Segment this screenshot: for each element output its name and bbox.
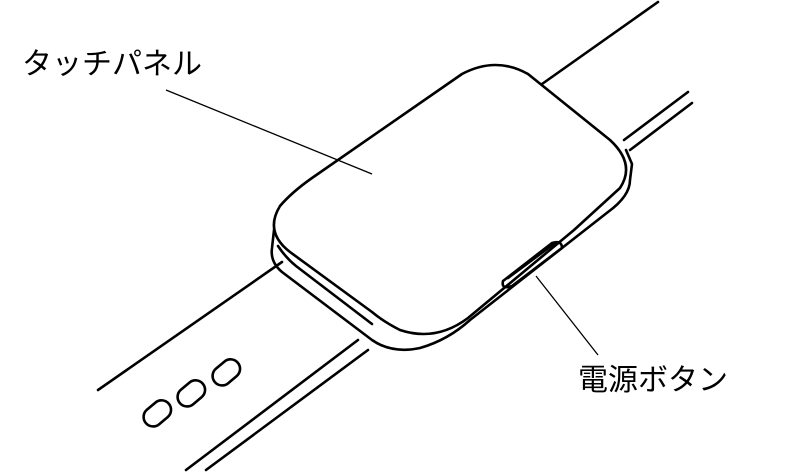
touch-panel xyxy=(272,63,628,336)
power-button[interactable] xyxy=(501,240,564,289)
watch-case xyxy=(270,148,634,352)
lower-strap xyxy=(96,260,370,472)
touch-panel-leader xyxy=(165,89,373,175)
touch-panel-label: タッチパネル xyxy=(22,47,202,82)
strap-hole xyxy=(211,358,242,387)
case-edge xyxy=(276,244,374,326)
power-button-label: 電源ボタン xyxy=(578,363,728,398)
strap-hole xyxy=(142,399,173,428)
upper-strap xyxy=(540,0,694,152)
strap-holes xyxy=(142,358,242,428)
power-button-leader xyxy=(535,275,599,356)
strap-hole xyxy=(176,379,207,408)
